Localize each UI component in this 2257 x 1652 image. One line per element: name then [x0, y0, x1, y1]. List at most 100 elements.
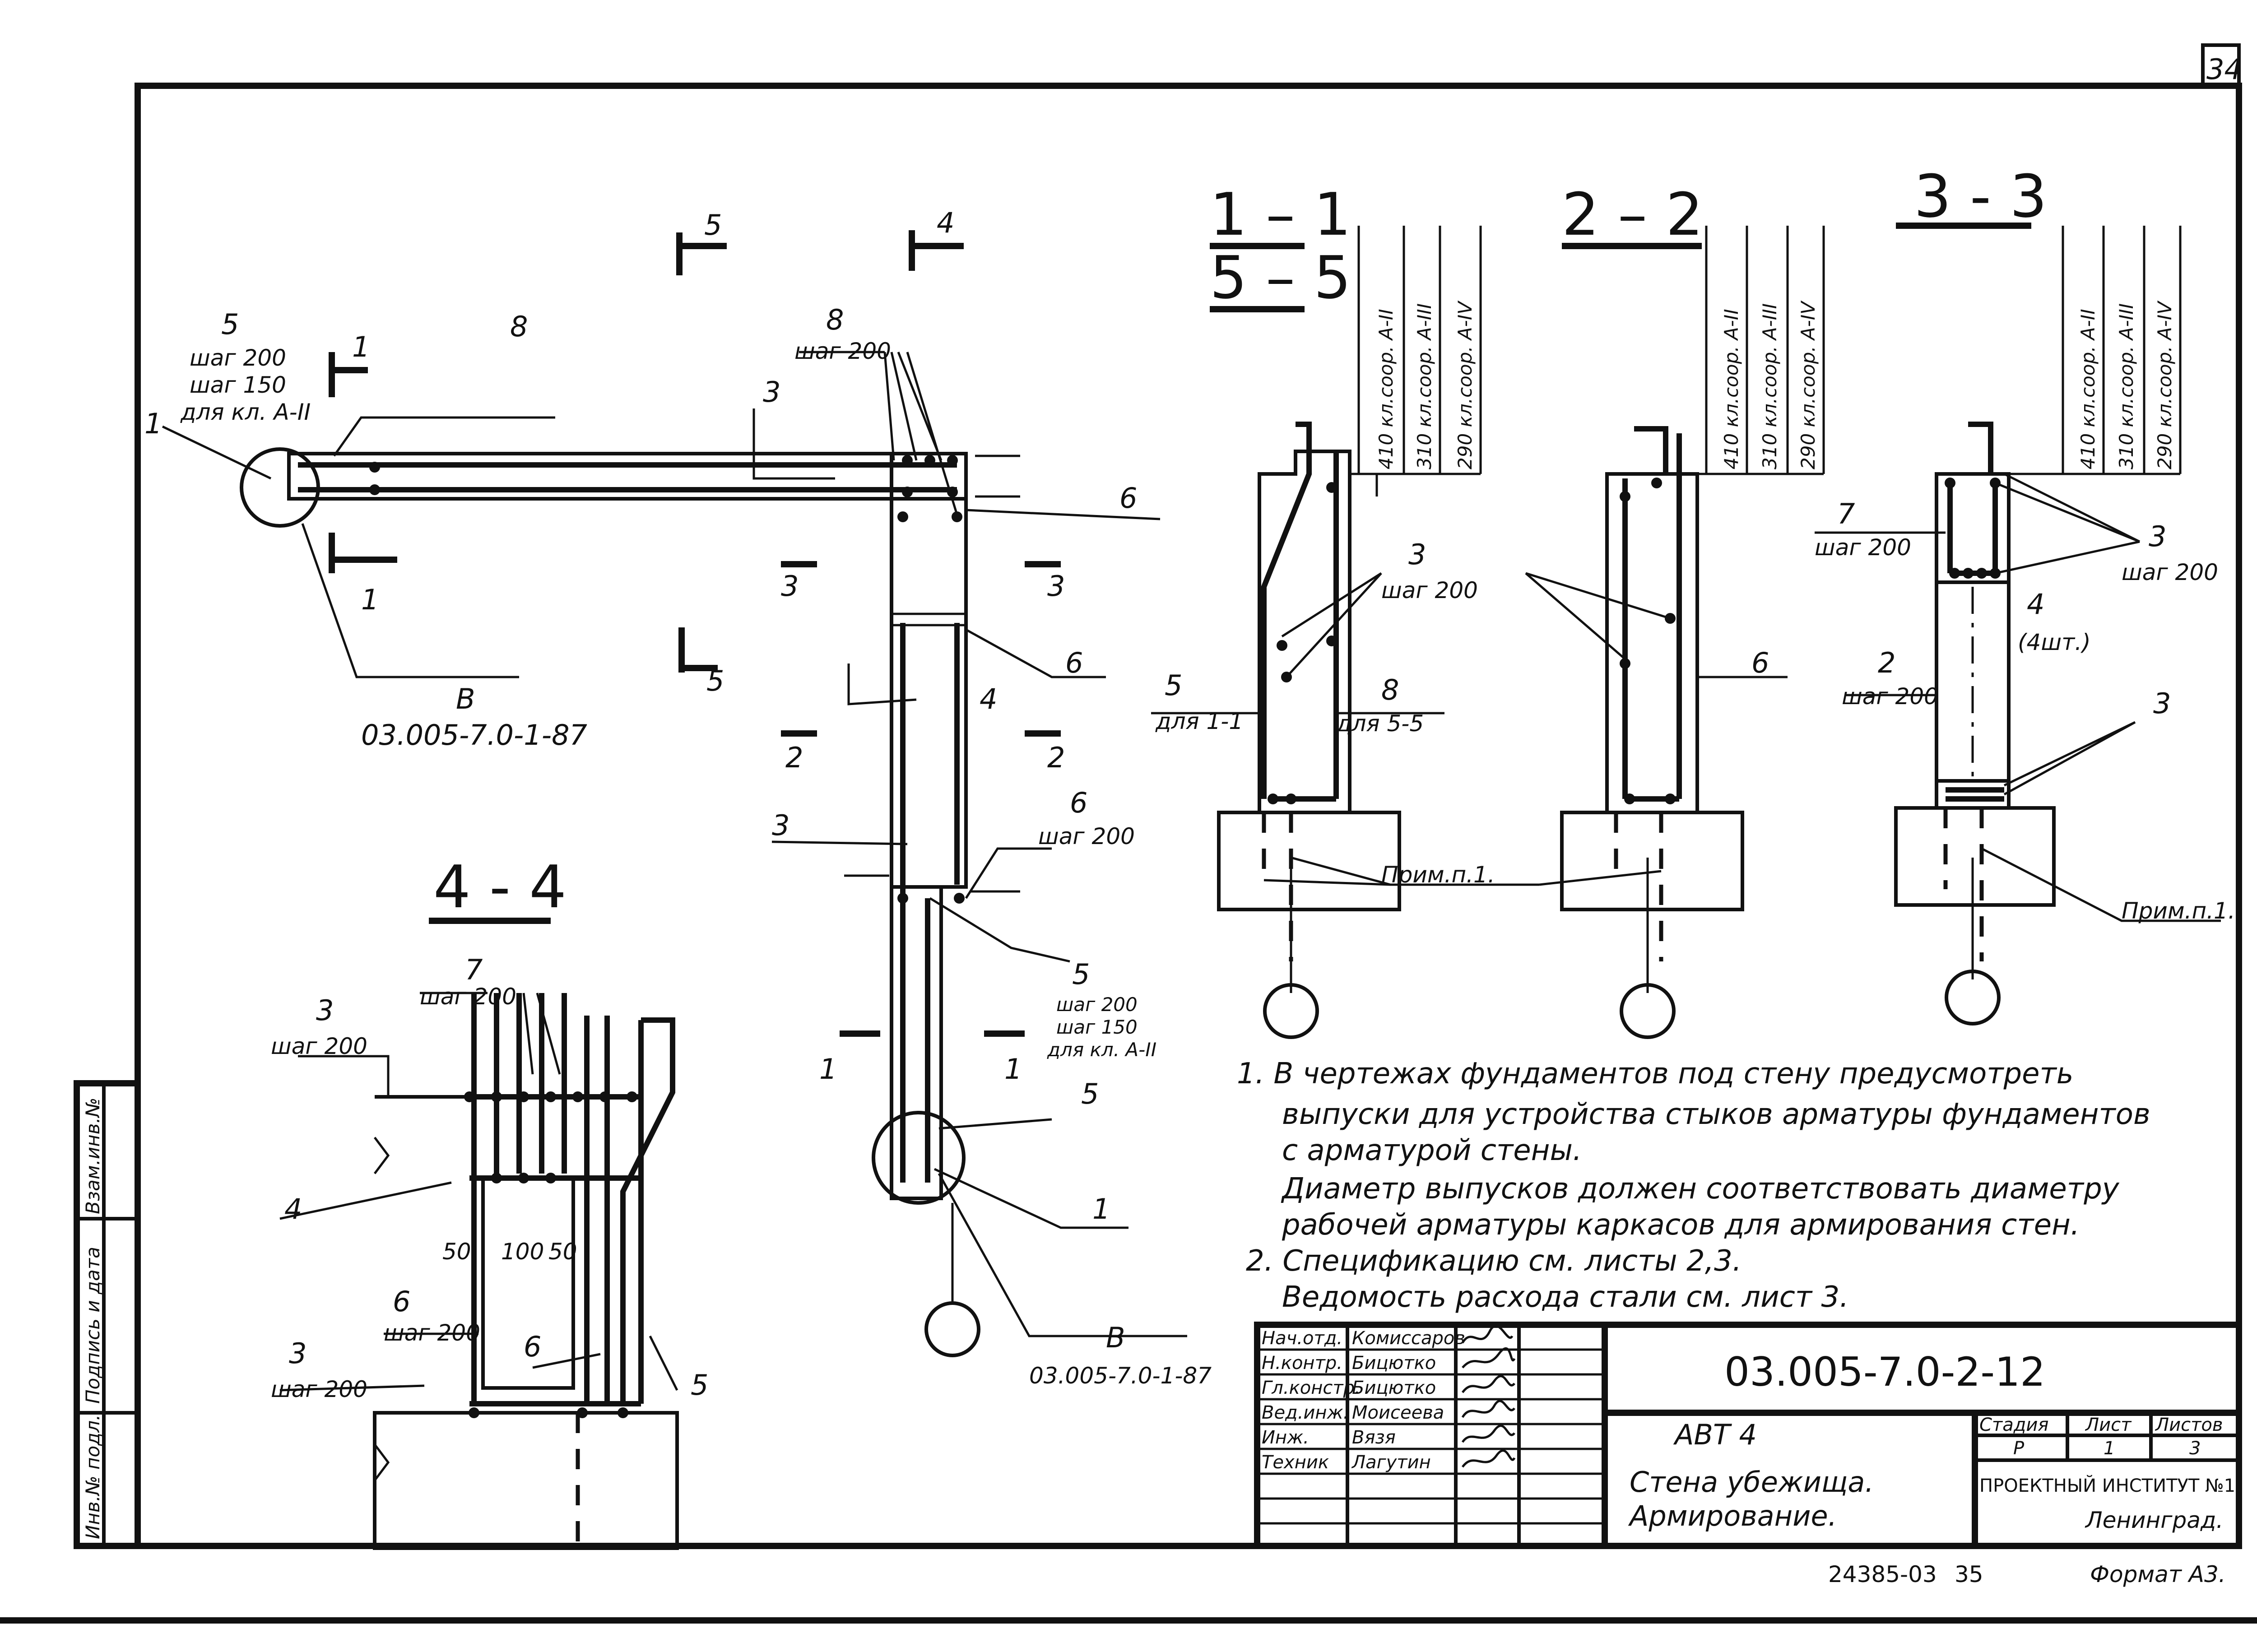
svg-text:5: 5	[691, 1369, 708, 1401]
svg-text:шаг 200: шаг 200	[1381, 577, 1478, 603]
svg-text:3: 3	[289, 1337, 307, 1370]
tb-sheet-header: Лист	[2085, 1415, 2132, 1435]
stamp-inv-no: Инв.№ подл.	[82, 1415, 104, 1539]
svg-text:6: 6	[524, 1330, 541, 1363]
svg-text:2: 2	[1878, 646, 1895, 679]
svg-text:310 кл.соор. А-III: 310 кл.соор. А-III	[2115, 303, 2137, 469]
stamp-signature-date: Подпись и дата	[82, 1247, 104, 1404]
svg-text:6: 6	[1070, 786, 1087, 819]
tb-title-2: Армирование.	[1628, 1499, 1837, 1532]
svg-text:шаг 200: шаг 200	[190, 345, 286, 371]
tb-title-1: Стена убежища.	[1630, 1466, 1874, 1499]
svg-text:3: 3	[2149, 520, 2166, 553]
svg-text:шаг 150: шаг 150	[190, 372, 286, 398]
note-line-5: рабочей арматуры каркасов для армировани…	[1282, 1208, 2080, 1242]
svg-text:410 кл.соор. А-II: 410 кл.соор. А-II	[1375, 309, 1397, 469]
note-line-7: Ведомость расхода стали см. лист 3.	[1282, 1281, 1849, 1314]
svg-text:5: 5	[1165, 669, 1182, 702]
svg-text:3: 3	[772, 809, 789, 842]
svg-text:100: 100	[501, 1239, 544, 1265]
svg-text:50: 50	[442, 1239, 471, 1265]
bottom-info: 24385-03 35 Формат А3.	[1828, 1561, 2226, 1587]
tb-name-5: Вязя	[1352, 1427, 1396, 1448]
svg-text:8: 8	[826, 303, 844, 336]
svg-text:шаг 200: шаг 200	[1842, 683, 1938, 710]
svg-text:6: 6	[1751, 646, 1769, 679]
svg-text:4: 4	[980, 682, 997, 715]
tb-name-2: Бицютко	[1352, 1353, 1436, 1374]
svg-text:3: 3	[1408, 538, 1426, 571]
tb-name-3: Бицютко	[1352, 1378, 1436, 1398]
svg-text:шаг 200: шаг 200	[384, 1320, 480, 1346]
svg-text:290 кл.соор. А-IV: 290 кл.соор. А-IV	[1797, 300, 1819, 469]
note-line-3: с арматурой стены.	[1282, 1134, 1582, 1167]
svg-text:1: 1	[144, 407, 162, 440]
section-title-5-5: 5 – 5	[1210, 243, 1351, 312]
tb-project: АВТ 4	[1673, 1418, 1757, 1451]
svg-text:1: 1	[1004, 1053, 1022, 1086]
plan-labels: 5 4 5 шаг 200 шаг 150 для кл. А-II 1 1 8…	[144, 206, 1212, 1389]
note-line-4: Диаметр выпусков должен соответствовать …	[1281, 1172, 2120, 1206]
tb-sheets: 3	[2189, 1438, 2201, 1459]
stamp-replace-inv: Взам.инв.№	[82, 1098, 104, 1214]
svg-text:2: 2	[1047, 741, 1065, 774]
tb-name-1: Комиссаров	[1352, 1328, 1465, 1349]
tb-role-5: Инж.	[1262, 1427, 1309, 1448]
tb-signature-3	[1461, 1375, 1515, 1393]
svg-text:2: 2	[785, 741, 803, 774]
svg-text:410 кл.соор. А-II: 410 кл.соор. А-II	[1720, 309, 1742, 469]
plan-view	[162, 230, 1187, 1357]
svg-text:290 кл.соор. А-IV: 290 кл.соор. А-IV	[1454, 300, 1476, 469]
section-4-4-labels: 7 шаг 200 3 шаг 200 4 50 100 50 6 шаг 20…	[271, 953, 708, 1402]
svg-text:шаг 150: шаг 150	[1056, 1016, 1138, 1038]
svg-text:шаг 200: шаг 200	[271, 1033, 367, 1059]
note-line-6: 2. Спецификацию см. листы 2,3.	[1246, 1244, 1742, 1278]
svg-text:В: В	[1106, 1321, 1125, 1354]
svg-text:шаг 200: шаг 200	[271, 1376, 367, 1402]
section-1-1: 1 – 1 5 – 5 410 кл.соор. А-II 310 кл.соо…	[1151, 180, 1539, 1039]
svg-text:В: В	[456, 682, 475, 715]
section-2-2: 2 – 2 410 кл.соор. А-II 310 кл.соор. А-I…	[1525, 180, 1825, 1039]
svg-text:8: 8	[510, 310, 528, 343]
svg-text:4: 4	[937, 206, 954, 239]
section-1-1-labels: 3 шаг 200 5 для 1-1 8 для 5-5 Прим.п.1.	[1155, 538, 1495, 888]
tb-stage: Р	[2013, 1438, 2025, 1459]
tb-name-6: Лагутин	[1351, 1452, 1431, 1473]
tb-signature-5	[1461, 1425, 1515, 1443]
svg-text:5: 5	[704, 209, 722, 241]
notes-block: 1. В чертежах фундаментов под стену пред…	[1237, 1057, 2150, 1314]
section-title-1-1: 1 – 1	[1210, 180, 1351, 249]
svg-text:1: 1	[819, 1053, 837, 1086]
svg-text:5: 5	[221, 308, 239, 341]
svg-text:Прим.п.1.: Прим.п.1.	[1381, 862, 1495, 888]
tb-signature-4	[1461, 1400, 1515, 1418]
tb-stage-header: Стадия	[1979, 1415, 2048, 1435]
svg-text:для кл. А-II: для кл. А-II	[1047, 1039, 1156, 1061]
side-stamp: Инв.№ подл. Подпись и дата Взам.инв.№	[74, 1080, 141, 1549]
tb-org-2: Ленинград.	[2085, 1507, 2223, 1533]
archive-number: 24385-03	[1828, 1561, 1937, 1587]
tb-name-4: Моисеева	[1352, 1402, 1444, 1423]
tb-role-2: Н.контр.	[1262, 1353, 1342, 1374]
tb-signature-1	[1461, 1325, 1514, 1344]
note-line-1: 1. В чертежах фундаментов под стену пред…	[1237, 1057, 2074, 1091]
svg-text:310 кл.соор. А-III: 310 кл.соор. А-III	[1759, 303, 1781, 469]
svg-text:6: 6	[1065, 646, 1083, 679]
tb-signature-2	[1462, 1347, 1516, 1369]
page-number: 35	[1955, 1561, 1983, 1587]
svg-text:шаг 200: шаг 200	[1815, 534, 1911, 561]
svg-text:4: 4	[2027, 588, 2044, 621]
svg-text:50: 50	[548, 1239, 577, 1265]
svg-text:Прим.п.1.: Прим.п.1.	[2122, 898, 2235, 924]
tb-org-1: ПРОЕКТНЫЙ ИНСТИТУТ №1	[1979, 1475, 2235, 1496]
note-line-2: выпуски для устройства стыков арматуры ф…	[1282, 1098, 2150, 1131]
section-title-4-4: 4 - 4	[433, 853, 567, 921]
svg-text:3: 3	[763, 376, 780, 408]
svg-text:3: 3	[1047, 570, 1065, 603]
svg-text:3: 3	[316, 994, 334, 1027]
svg-text:290 кл.соор. А-IV: 290 кл.соор. А-IV	[2154, 300, 2176, 469]
svg-text:для 5-5: для 5-5	[1336, 710, 1424, 737]
svg-text:1: 1	[361, 583, 379, 616]
section-3-3: 3 - 3 410 кл.соор. А-II 310 кл.соор. А-I…	[1815, 162, 2221, 1026]
svg-text:шаг 200: шаг 200	[2122, 559, 2218, 585]
